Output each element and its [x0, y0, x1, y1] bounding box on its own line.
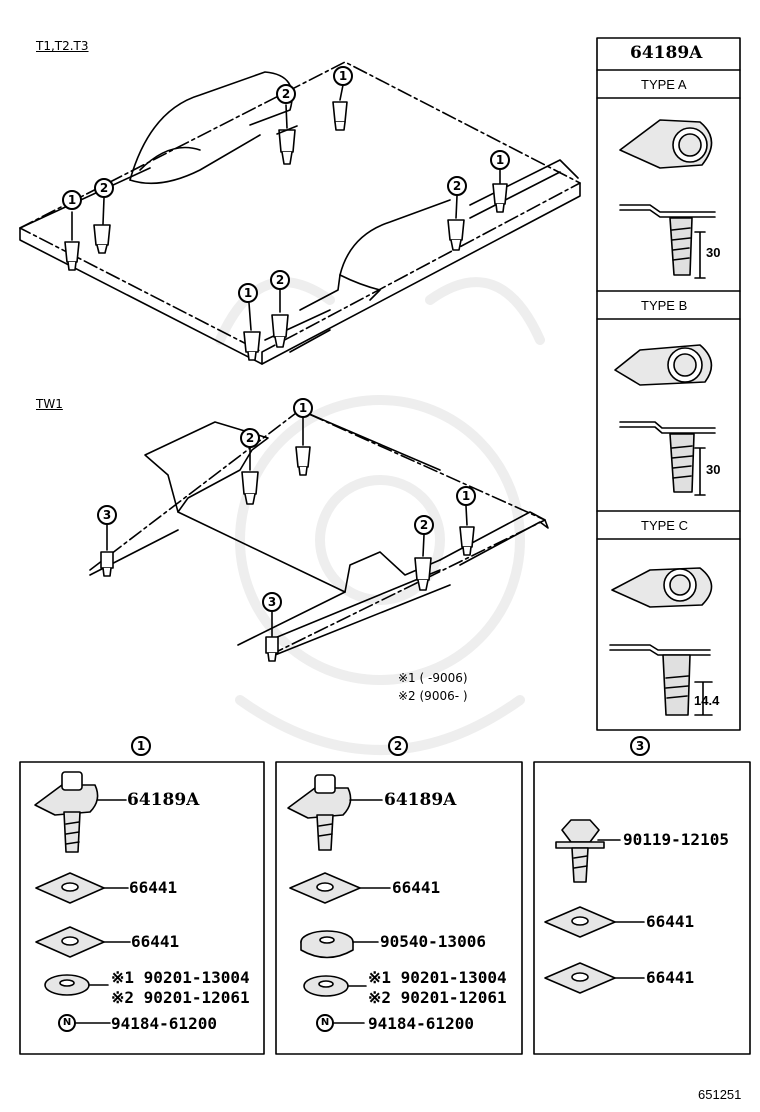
kit-2-callout: 2 [388, 736, 408, 756]
lower-frame-drawing [89, 409, 549, 656]
kit3-part-plate-2: 66441 [646, 968, 695, 987]
callout-2: 2 [240, 428, 260, 448]
kit1-washer-alt1: ※1 90201-13004 [111, 968, 250, 987]
type-a-bracket-top [619, 119, 713, 169]
upper-leader-lines [71, 84, 501, 331]
kit1-part-plate-2: 66441 [131, 932, 180, 951]
kit2-nut-symbol: N [316, 1014, 334, 1032]
callout-1: 1 [238, 283, 258, 303]
illustration-code: 651251 [698, 1087, 742, 1102]
type-a-bolt-side [619, 204, 716, 279]
type-b-bolt-side [619, 421, 716, 496]
kit1-part-bolt: 64189A [127, 790, 200, 810]
kit2-illustrations [287, 774, 361, 997]
callout-2: 2 [270, 270, 290, 290]
kit1-part-nut: 94184-61200 [111, 1014, 217, 1033]
kit2-leaders [333, 799, 391, 1024]
callout-1: 1 [456, 486, 476, 506]
callout-1: 1 [333, 66, 353, 86]
kit3-illustrations [544, 819, 616, 994]
callout-2: 2 [276, 84, 296, 104]
kit2-washer-alt2: ※2 90201-12061 [368, 988, 507, 1007]
kit2-part-bolt: 64189A [384, 790, 457, 810]
section-label-upper: T1,T2.T3 [36, 39, 89, 53]
kit2-washer-alt1: ※1 90201-13004 [368, 968, 507, 987]
callout-3: 3 [97, 505, 117, 525]
section-label-lower: TW1 [36, 397, 63, 411]
kit2-part-spacer: 90540-13006 [380, 932, 486, 951]
type-b-label: TYPE B [641, 298, 688, 313]
kit1-washer-alt2: ※2 90201-12061 [111, 988, 250, 1007]
callout-3: 3 [262, 592, 282, 612]
kit-box-outlines [19, 761, 751, 1055]
kit2-part-nut: 94184-61200 [368, 1014, 474, 1033]
bolt-type-chart [596, 37, 741, 731]
serial-note-1: ※1 ( -9006) [398, 671, 468, 685]
watermark-emblem [215, 277, 545, 755]
upper-mount-bolts [64, 101, 508, 361]
type-c-dimension: 14.4 [694, 693, 720, 708]
type-c-bracket-top [611, 567, 713, 608]
callout-1: 1 [62, 190, 82, 210]
type-b-dimension: 30 [706, 462, 721, 477]
type-a-dimension: 30 [706, 245, 721, 260]
kit3-leaders [597, 839, 645, 979]
kit2-part-plate: 66441 [392, 878, 441, 897]
type-c-bolt-side [609, 644, 713, 716]
kit1-illustrations [34, 771, 105, 996]
kit1-part-plate: 66441 [129, 878, 178, 897]
kit1-leaders [75, 799, 131, 1024]
upper-frame-drawing [19, 61, 581, 365]
kit3-part-plate: 66441 [646, 912, 695, 931]
kit-1-callout: 1 [131, 736, 151, 756]
serial-note-2: ※2 (9006- ) [398, 689, 468, 703]
lower-leader-lines [106, 417, 468, 637]
callout-2: 2 [414, 515, 434, 535]
type-b-bracket-top [614, 344, 713, 386]
kit-3-callout: 3 [630, 736, 650, 756]
callout-2: 2 [94, 178, 114, 198]
callout-1: 1 [293, 398, 313, 418]
lower-mount-bolts [100, 446, 475, 662]
type-c-label: TYPE C [641, 518, 688, 533]
kit3-part-bolt: 90119-12105 [623, 830, 729, 849]
callout-2: 2 [447, 176, 467, 196]
kit1-nut-symbol: N [58, 1014, 76, 1032]
type-a-label: TYPE A [641, 77, 687, 92]
bolt-chart-title: 64189A [630, 43, 703, 63]
callout-1: 1 [490, 150, 510, 170]
